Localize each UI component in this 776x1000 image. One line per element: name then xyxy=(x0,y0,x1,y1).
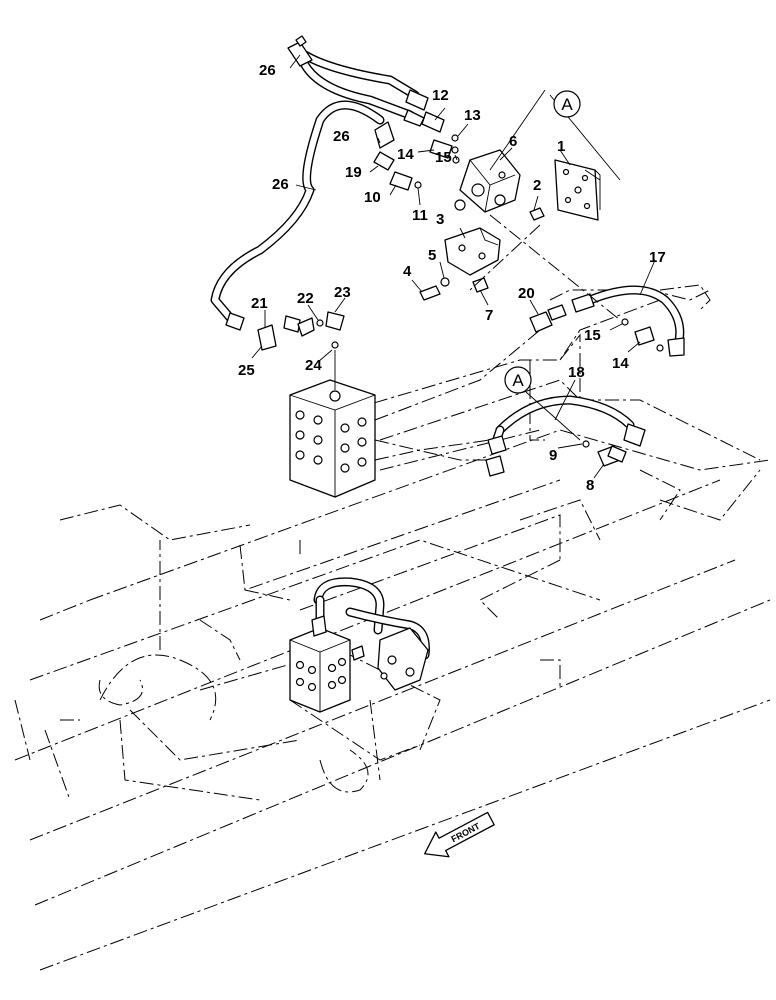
parts xyxy=(225,35,685,713)
callout-4: 4 xyxy=(403,263,412,280)
callout-19: 19 xyxy=(345,164,362,181)
callout-22: 22 xyxy=(297,290,314,307)
callout-15a: 15 xyxy=(435,149,452,166)
callout-25: 25 xyxy=(238,362,255,379)
callout-14b: 14 xyxy=(612,355,629,372)
callout-8: 8 xyxy=(586,477,594,494)
callout-13: 13 xyxy=(464,107,481,124)
callout-18: 18 xyxy=(568,364,585,381)
callout-10: 10 xyxy=(364,189,381,206)
callout-12: 12 xyxy=(432,87,449,104)
callout-15b: 15 xyxy=(584,327,601,344)
callout-1: 1 xyxy=(557,138,565,155)
callout-9: 9 xyxy=(549,447,557,464)
callout-26c: 26 xyxy=(272,176,289,193)
view-marker-a-mid: A xyxy=(504,366,532,394)
view-marker-label-mid: A xyxy=(512,371,524,390)
frame-outline xyxy=(14,284,771,971)
callout-21: 21 xyxy=(251,295,268,312)
callout-2: 2 xyxy=(533,177,541,194)
callout-labels: 1 2 3 4 5 6 7 8 9 10 11 12 13 14 14 15 1… xyxy=(238,62,666,494)
view-marker-label-top: A xyxy=(561,95,573,114)
callout-7: 7 xyxy=(485,307,493,324)
callout-5: 5 xyxy=(428,247,436,264)
callout-6: 6 xyxy=(509,133,517,150)
view-marker-a-top: A xyxy=(553,90,581,118)
callout-3: 3 xyxy=(436,211,444,228)
hose-routes xyxy=(210,50,685,660)
callout-17: 17 xyxy=(649,249,666,266)
callout-11: 11 xyxy=(412,207,428,224)
callout-26b: 26 xyxy=(333,128,350,145)
callout-14a: 14 xyxy=(397,146,414,163)
callout-26a: 26 xyxy=(259,62,276,79)
leader-lines xyxy=(251,54,656,479)
callout-23: 23 xyxy=(334,284,351,301)
callout-24: 24 xyxy=(305,357,322,374)
callout-20: 20 xyxy=(518,285,535,302)
